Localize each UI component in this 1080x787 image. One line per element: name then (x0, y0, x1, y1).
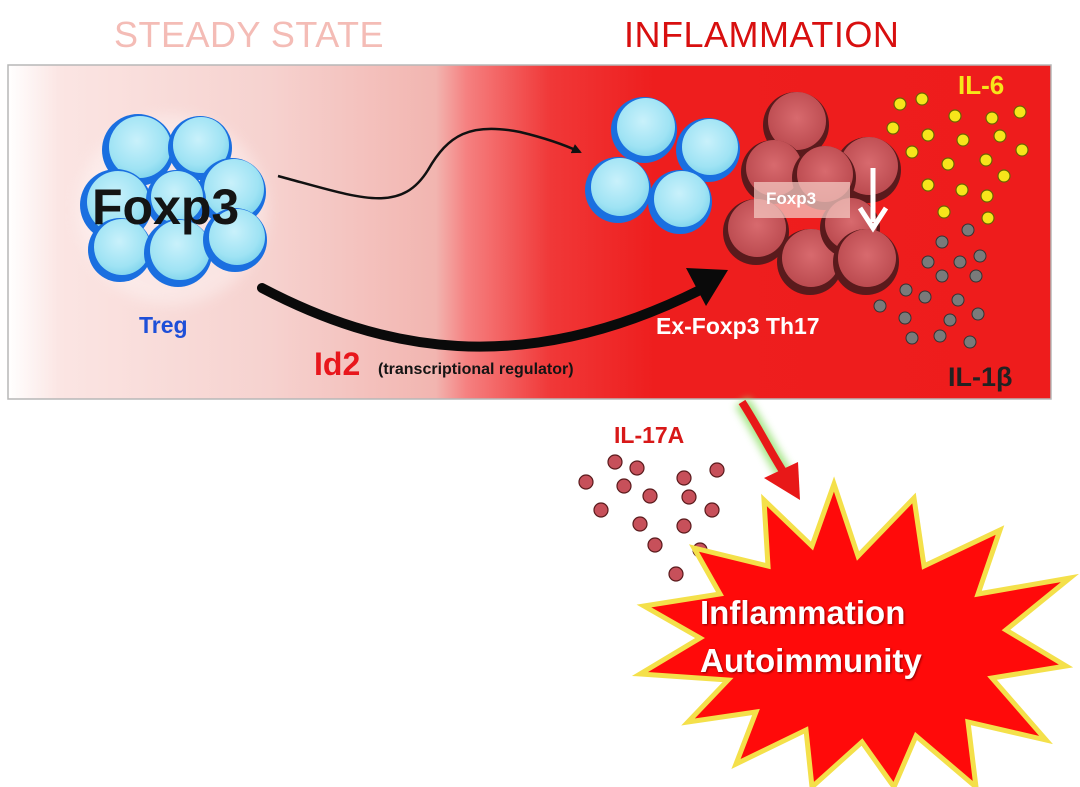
il6-dot (1015, 143, 1029, 157)
il17a-dot (607, 454, 623, 470)
il17a-dot (632, 516, 648, 532)
ex-foxp3-th17-label: Ex-Foxp3 Th17 (656, 313, 820, 339)
il1b-dot (973, 249, 987, 263)
il1b-dot (943, 313, 957, 327)
il1b-label: IL-1β (948, 362, 1013, 392)
il1b-dot (898, 311, 912, 325)
treg-cell (102, 114, 174, 186)
il6-dot (921, 178, 935, 192)
outcome-line2: Autoimmunity (700, 642, 922, 679)
conversion-arrow-thin (277, 127, 582, 200)
il1b-dot (961, 223, 975, 237)
inflammation-heading: INFLAMMATION (624, 14, 900, 55)
treg-cell-cluster (77, 114, 267, 305)
treg-cell (88, 218, 152, 282)
il6-dot (985, 111, 999, 125)
outcome-burst (631, 476, 1080, 787)
il6-dot (948, 109, 962, 123)
il6-dot (893, 97, 907, 111)
il17a-dot (647, 537, 663, 553)
il1b-dot (935, 269, 949, 283)
burst-shape (631, 476, 1080, 787)
treg-foxp3-label: Foxp3 (92, 179, 240, 235)
il17a-dot (676, 518, 692, 534)
outcome-line1: Inflammation (700, 594, 906, 631)
treg-cell (146, 170, 206, 230)
il17a-dot (704, 502, 720, 518)
treg-cell (611, 97, 677, 163)
il6-dot (937, 205, 951, 219)
id2-label: Id2 (314, 346, 361, 382)
il6-dot (980, 189, 994, 203)
il1b-dot (969, 269, 983, 283)
treg-cell (585, 157, 651, 223)
steady-state-heading: STEADY STATE (114, 14, 385, 55)
il17a-dots (578, 454, 725, 582)
il1b-dot (951, 293, 965, 307)
il6-label: IL-6 (958, 70, 1005, 100)
il1b-dot (933, 329, 947, 343)
il6-dot (941, 157, 955, 171)
treg-cell (676, 118, 740, 182)
il6-dot (997, 169, 1011, 183)
il6-dot (886, 121, 900, 135)
foxp3-label-box (754, 182, 850, 218)
il6-dot (905, 145, 919, 159)
il1b-dot (899, 283, 913, 297)
arrow-down-icon (857, 168, 889, 233)
il17a-dot (642, 488, 658, 504)
il17a-dot (681, 489, 697, 505)
il1b-dot (971, 307, 985, 321)
treg-cell (203, 208, 267, 272)
il1b-dot (953, 255, 967, 269)
id2-arrow (257, 268, 728, 352)
il17a-label: IL-17A (614, 422, 685, 448)
il1b-dot (963, 335, 977, 349)
treg-label: Treg (139, 312, 188, 338)
il1b-dot (921, 255, 935, 269)
converting-cell-cluster (585, 92, 901, 295)
il1b-dot (873, 299, 887, 313)
il17a-dot (578, 474, 594, 490)
il6-dot (979, 153, 993, 167)
il6-dot (915, 92, 929, 106)
il17a-dot (616, 478, 632, 494)
il17a-dot (593, 502, 609, 518)
il6-dot (981, 211, 995, 225)
th17-cell (833, 229, 899, 295)
il1b-dot (935, 235, 949, 249)
il6-dot (1013, 105, 1027, 119)
il6-dot (993, 129, 1007, 143)
outcome-arrow (735, 397, 800, 500)
th17-foxp3-label: Foxp3 (766, 189, 817, 208)
il6-dots (886, 92, 1029, 225)
treg-cell (144, 219, 212, 287)
id2-description: (transcriptional regulator) (378, 361, 574, 378)
il17a-dot (629, 460, 645, 476)
il6-dot (955, 183, 969, 197)
il1b-dots (873, 223, 987, 349)
il17a-dot (668, 566, 684, 582)
il6-dot (921, 128, 935, 142)
il17a-dot (709, 462, 725, 478)
il1b-dot (918, 290, 932, 304)
treg-cell (648, 170, 712, 234)
il17a-dot (676, 470, 692, 486)
il1b-dot (905, 331, 919, 345)
treg-cell (198, 158, 266, 226)
il6-dot (956, 133, 970, 147)
